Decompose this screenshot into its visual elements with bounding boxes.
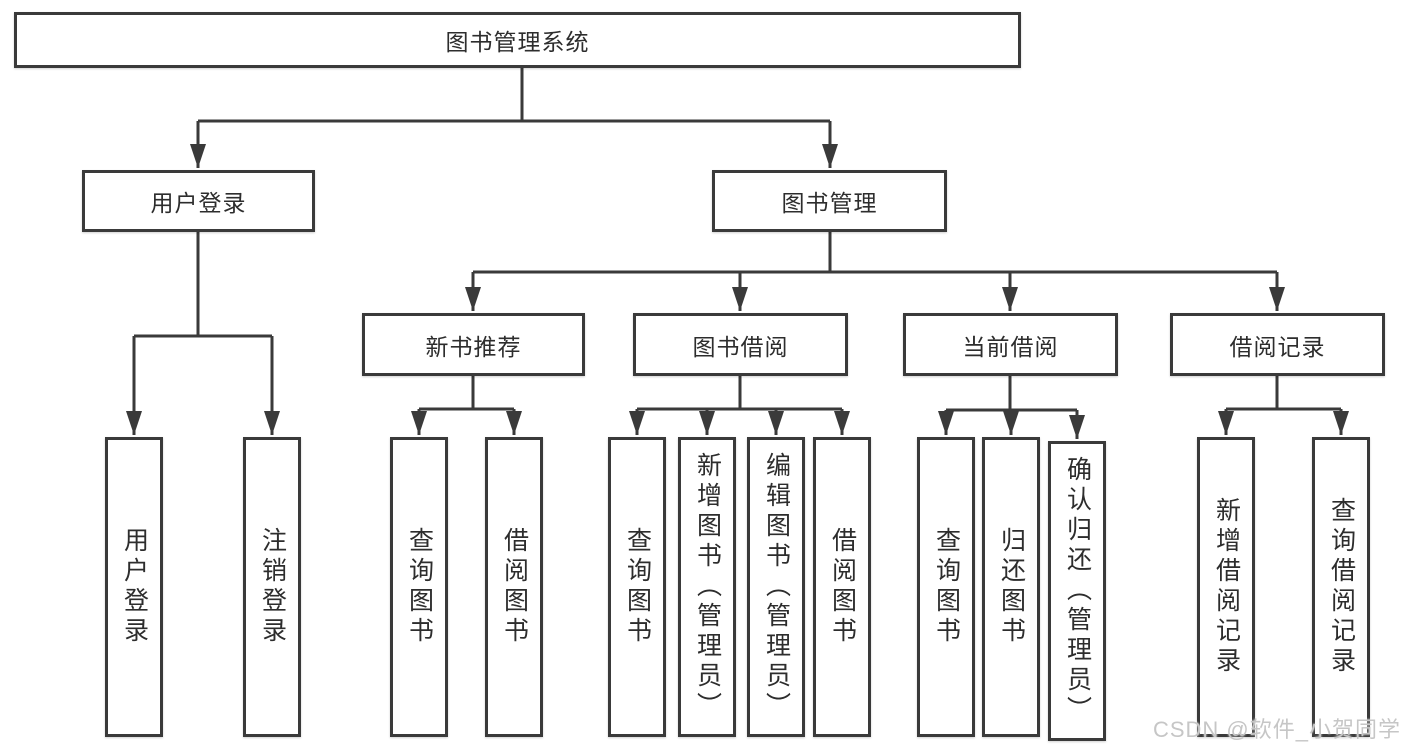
node-label: 查询图书 (623, 527, 652, 647)
leaf-records-query-record: 查询借阅记录 (1312, 437, 1370, 737)
leaf-records-add-record: 新增借阅记录 (1197, 437, 1255, 737)
leaf-user-login: 用户登录 (105, 437, 163, 737)
node-label: 新增借阅记录 (1212, 497, 1241, 677)
node-label: 借阅图书 (828, 527, 857, 647)
node-label: 归还图书 (997, 527, 1026, 647)
node-label: 查询图书 (932, 527, 961, 647)
node-label: 注销登录 (258, 527, 287, 647)
leaf-borrow-add-book-admin: 新增图书（管理员） (678, 437, 736, 737)
node-library-management-system: 图书管理系统 (14, 12, 1021, 68)
node-label: 编辑图书（管理员） (762, 452, 791, 722)
node-label: 用户登录 (150, 190, 247, 216)
node-user-login: 用户登录 (82, 170, 315, 232)
node-label: 借阅记录 (1229, 333, 1326, 360)
node-current-borrow: 当前借阅 (903, 313, 1118, 376)
node-new-book-recommend: 新书推荐 (362, 313, 585, 376)
node-label: 图书管理 (781, 190, 878, 216)
node-book-management: 图书管理 (712, 170, 947, 232)
node-label: 用户登录 (120, 527, 149, 647)
leaf-current-query-book: 查询图书 (917, 437, 975, 737)
leaf-borrow-query-book: 查询图书 (608, 437, 666, 737)
csdn-watermark: CSDN @软件_小贺同学 (1152, 717, 1401, 742)
leaf-recommend-borrow-book: 借阅图书 (485, 437, 543, 737)
node-label: 查询图书 (405, 527, 434, 647)
node-label: 新书推荐 (425, 333, 522, 360)
node-label: 当前借阅 (962, 333, 1059, 360)
node-label: 新增图书（管理员） (693, 452, 722, 722)
leaf-borrow-borrow-book: 借阅图书 (813, 437, 871, 737)
node-label: 借阅图书 (500, 527, 529, 647)
leaf-logout: 注销登录 (243, 437, 301, 737)
leaf-recommend-query-book: 查询图书 (390, 437, 448, 737)
leaf-borrow-edit-book-admin: 编辑图书（管理员） (747, 437, 805, 737)
leaf-current-return-book: 归还图书 (982, 437, 1040, 737)
node-label: 查询借阅记录 (1327, 497, 1356, 677)
node-label: 确认归还（管理员） (1063, 456, 1092, 726)
node-label: 图书管理系统 (445, 29, 590, 55)
leaf-current-confirm-return-admin: 确认归还（管理员） (1048, 441, 1106, 741)
node-label: 图书借阅 (692, 333, 789, 360)
node-book-borrow: 图书借阅 (633, 313, 848, 376)
node-borrow-records: 借阅记录 (1170, 313, 1385, 376)
